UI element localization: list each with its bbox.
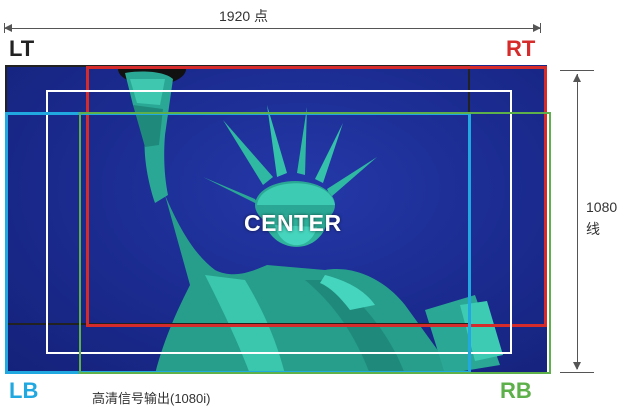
height-dimension-unit: 线: [586, 221, 600, 237]
height-dimension-line: [577, 74, 578, 369]
label-rb: RB: [500, 378, 532, 403]
label-lt: LT: [9, 36, 35, 61]
height-dimension-top-tick: [560, 70, 594, 71]
label-rt: RT: [506, 36, 536, 61]
statue-of-liberty-photo: [5, 65, 547, 374]
center-frame: [46, 90, 512, 354]
height-arrow-up-icon: [573, 74, 581, 82]
statue-illustration: [118, 65, 503, 374]
width-arrow-left-icon: [4, 24, 12, 32]
rt-frame: [86, 66, 547, 327]
output-caption: 高清信号输出(1080i): [92, 391, 211, 406]
width-dimension-label: 1920 点: [215, 6, 273, 26]
height-dimension-label: 1080 线: [586, 196, 626, 240]
height-arrow-down-icon: [573, 362, 581, 370]
height-dimension-bottom-tick: [560, 372, 594, 373]
width-dimension-line: [4, 28, 541, 29]
label-center: CENTER: [244, 210, 342, 236]
rb-frame: [79, 112, 551, 374]
label-lb: LB: [9, 378, 39, 403]
height-dimension-number: 1080: [586, 199, 618, 215]
width-arrow-right-icon: [533, 24, 541, 32]
